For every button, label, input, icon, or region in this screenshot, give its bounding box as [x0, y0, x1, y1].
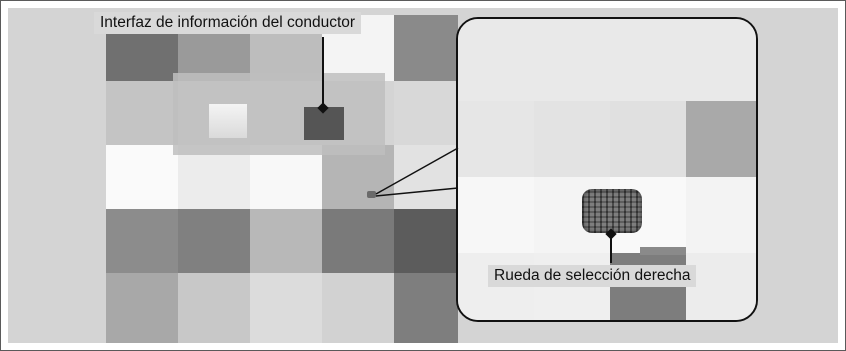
zoom-tile	[686, 101, 756, 177]
dashboard-tile	[250, 145, 322, 209]
label-right-selector-wheel: Rueda de selección derecha	[488, 265, 697, 287]
label-driver-information-interface: Interfaz de información del conductor	[94, 12, 362, 34]
dashboard-tile	[106, 145, 178, 209]
dashboard-tile	[250, 273, 322, 343]
zoom-tile	[640, 247, 686, 255]
leader-marker-interface	[317, 102, 329, 114]
display-highlight	[209, 104, 247, 138]
dashboard-tile	[394, 273, 458, 343]
dashboard-tile	[178, 209, 250, 273]
leader-marker-wheel	[605, 228, 617, 240]
dashboard-tile	[106, 209, 178, 273]
dashboard-tile	[394, 81, 458, 145]
dashboard-tile	[250, 209, 322, 273]
zoom-tile	[458, 177, 534, 253]
leader-lines	[317, 37, 617, 263]
dashboard-tile	[394, 209, 458, 273]
dashboard-tile	[394, 15, 458, 81]
selector-wheel-location	[367, 191, 376, 198]
zoom-tile	[458, 19, 756, 101]
zoom-tile	[686, 177, 756, 253]
dashboard-tile	[106, 81, 178, 145]
zoom-tile	[610, 101, 686, 177]
zoom-tile	[534, 101, 610, 177]
dashboard-tile	[322, 145, 394, 209]
dashboard-tile	[178, 145, 250, 209]
dashboard-tile	[394, 145, 458, 209]
zoom-connector-top	[375, 147, 459, 195]
zoom-tile	[458, 101, 534, 177]
dashboard-tile	[322, 209, 394, 273]
zoom-tile	[686, 253, 756, 320]
zoom-detail-panel	[456, 17, 758, 322]
right-selector-wheel	[582, 189, 642, 233]
dashboard-illustration: Interfaz de información del conductor Ru…	[8, 8, 838, 343]
dashboard-tile	[106, 273, 178, 343]
zoom-connector-bottom	[375, 187, 459, 197]
dashboard-tile	[322, 273, 394, 343]
dashboard-tile	[178, 273, 250, 343]
